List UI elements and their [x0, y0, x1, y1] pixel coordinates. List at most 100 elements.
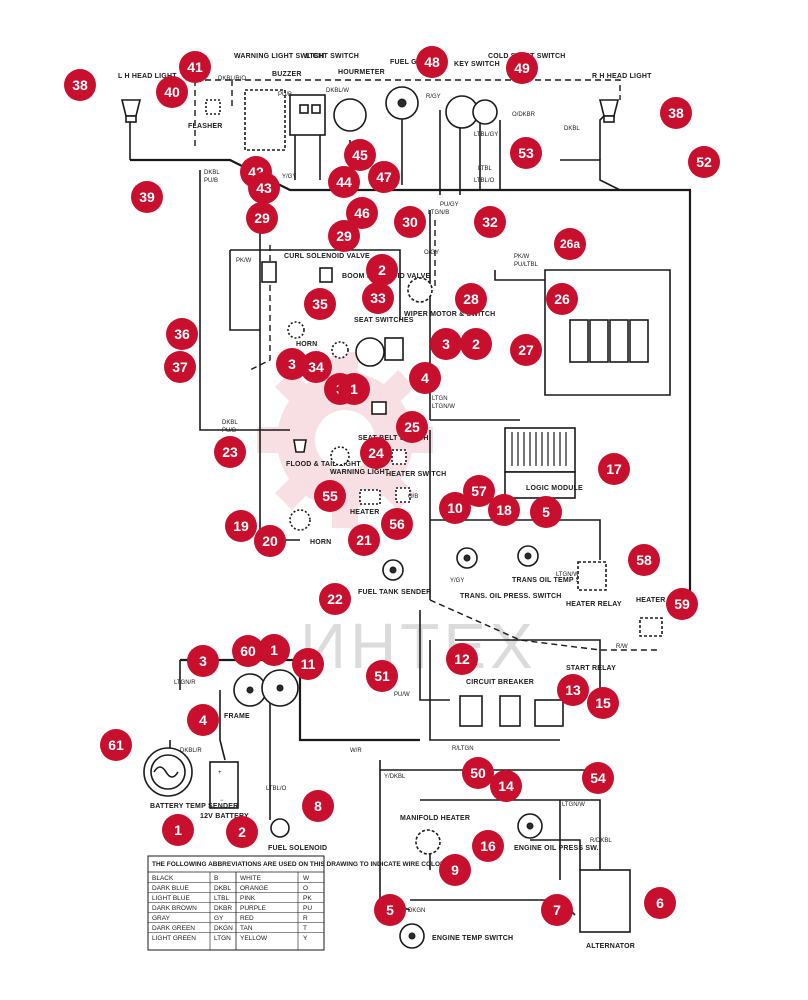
- callout-number: 3: [442, 336, 450, 352]
- callout-circle: [302, 790, 334, 822]
- heater-relay-fuse: HEATER RELAY HEATER FUSE: [566, 561, 687, 637]
- callout-c8: 8: [302, 790, 334, 822]
- callout-c23: 23: [214, 436, 246, 468]
- svg-text:PU/B: PU/B: [204, 178, 218, 184]
- alternator: ALTERNATOR: [579, 869, 635, 950]
- flood-tail-light: FLOOD & TAIL LIGHT: [286, 439, 361, 468]
- callout-c40: 40: [156, 76, 188, 108]
- svg-text:Y/GY: Y/GY: [282, 174, 296, 180]
- callout-circle: [348, 524, 380, 556]
- callout-c1b: 1: [258, 634, 290, 666]
- callout-c4b: 4: [187, 704, 219, 736]
- callout-circle: [362, 282, 394, 314]
- callout-number: 5: [386, 902, 394, 918]
- callout-number: 60: [240, 643, 256, 659]
- legend-cell-c2: ORANGE: [240, 885, 269, 892]
- callout-number: 46: [354, 205, 370, 221]
- manifold-heater: MANIFOLD HEATER: [400, 815, 470, 855]
- callout-circle: [214, 436, 246, 468]
- callout-c38b: 38: [660, 97, 692, 129]
- callout-circle: [164, 351, 196, 383]
- legend-cell-c2: PURPLE: [240, 905, 267, 912]
- legend-cell-c1: GRAY: [152, 915, 171, 922]
- wire-color-legend: THE FOLLOWING ABBREVIATIONS ARE USED ON …: [147, 855, 445, 951]
- callout-number: 26a: [560, 237, 580, 251]
- svg-text:PU/B: PU/B: [278, 92, 292, 98]
- svg-text:CIRCUIT BREAKER: CIRCUIT BREAKER: [466, 679, 534, 686]
- callout-c54: 54: [582, 762, 614, 794]
- svg-text:PU/B: PU/B: [222, 428, 236, 434]
- callout-number: 40: [164, 84, 180, 100]
- callout-number: 14: [498, 778, 514, 794]
- svg-text:PU/LTBL: PU/LTBL: [514, 262, 539, 268]
- callout-circle: [292, 648, 324, 680]
- svg-text:THE FOLLOWING ABBREVIATIONS AR: THE FOLLOWING ABBREVIATIONS ARE USED ON …: [152, 861, 445, 868]
- svg-text:WARNING LIGHT SWITCH: WARNING LIGHT SWITCH: [234, 53, 324, 60]
- callout-c29b: 29: [328, 220, 360, 252]
- svg-text:HEATER FUSE: HEATER FUSE: [636, 597, 687, 604]
- svg-text:FLASHER: FLASHER: [188, 123, 222, 130]
- callout-number: 20: [262, 533, 278, 549]
- callout-c5a: 5: [530, 496, 562, 528]
- callout-c18: 18: [488, 494, 520, 526]
- callout-number: 4: [421, 370, 429, 386]
- callout-number: 8: [314, 798, 322, 814]
- callout-number: 13: [565, 682, 581, 698]
- callout-circle: [381, 508, 413, 540]
- svg-text:12V BATTERY: 12V BATTERY: [200, 813, 249, 820]
- callout-number: 53: [518, 145, 534, 161]
- callout-circle: [416, 46, 448, 78]
- callout-c25: 25: [396, 411, 428, 443]
- callout-circle: [131, 181, 163, 213]
- callout-number: 27: [518, 342, 534, 358]
- callout-circle: [557, 674, 589, 706]
- svg-text:FUEL TANK SENDER: FUEL TANK SENDER: [358, 589, 431, 596]
- callout-c35: 35: [304, 288, 336, 320]
- callout-number: 1: [270, 642, 278, 658]
- svg-text:O/DKBR: O/DKBR: [512, 112, 536, 118]
- callout-number: 36: [174, 326, 190, 342]
- svg-text:Y/GY: Y/GY: [450, 578, 464, 584]
- svg-text:DKGN: DKGN: [408, 908, 425, 914]
- wiper-motor: WIPER MOTOR & SWITCH: [404, 277, 495, 318]
- legend-cell-a1: B: [214, 875, 218, 882]
- callout-number: 10: [447, 500, 463, 516]
- svg-text:ENGINE TEMP SWITCH: ENGINE TEMP SWITCH: [432, 935, 513, 942]
- callout-circle: [460, 328, 492, 360]
- callout-number: 47: [376, 169, 392, 185]
- callout-c46: 46: [346, 197, 378, 229]
- svg-text:R/W: R/W: [616, 644, 628, 650]
- callout-number: 24: [368, 445, 384, 461]
- legend-cell-c1: DARK BLUE: [152, 885, 190, 892]
- callout-circle: [409, 362, 441, 394]
- callout-circle: [344, 139, 376, 171]
- callout-number: 22: [327, 591, 343, 607]
- callout-number: 33: [370, 290, 386, 306]
- callout-circle: [258, 634, 290, 666]
- logic-module: LOGIC MODULE: [504, 427, 583, 499]
- callout-circle: [187, 704, 219, 736]
- callout-circle: [488, 494, 520, 526]
- svg-text:LTBL: LTBL: [478, 166, 493, 172]
- svg-text:DKBL: DKBL: [222, 420, 238, 426]
- svg-text:CURL SOLENOID VALVE: CURL SOLENOID VALVE: [284, 253, 370, 260]
- callout-circle: [338, 373, 370, 405]
- callout-c36: 36: [166, 318, 198, 350]
- callout-circle: [162, 814, 194, 846]
- legend-cell-a1: DKBR: [214, 905, 232, 912]
- callout-c30: 30: [394, 206, 426, 238]
- callout-number: 52: [696, 154, 712, 170]
- legend-cell-a1: LTGN: [214, 935, 231, 942]
- svg-text:DKBL: DKBL: [564, 126, 580, 132]
- svg-text:ALTERNATOR: ALTERNATOR: [586, 943, 635, 950]
- legend-cell-a2: T: [303, 925, 307, 932]
- wire-code-labels: DKBL/R/O PU/B DKBL/W Y/GY R/GY O/DKBR LT…: [174, 76, 628, 914]
- callout-circle: [510, 137, 542, 169]
- svg-text:PU/W: PU/W: [394, 692, 410, 698]
- callout-c10: 10: [439, 492, 471, 524]
- svg-text:−: −: [220, 798, 224, 804]
- callout-circle: [628, 544, 660, 576]
- callout-c43: 43: [248, 172, 280, 204]
- callout-circle: [225, 510, 257, 542]
- callout-number: 3: [199, 653, 207, 669]
